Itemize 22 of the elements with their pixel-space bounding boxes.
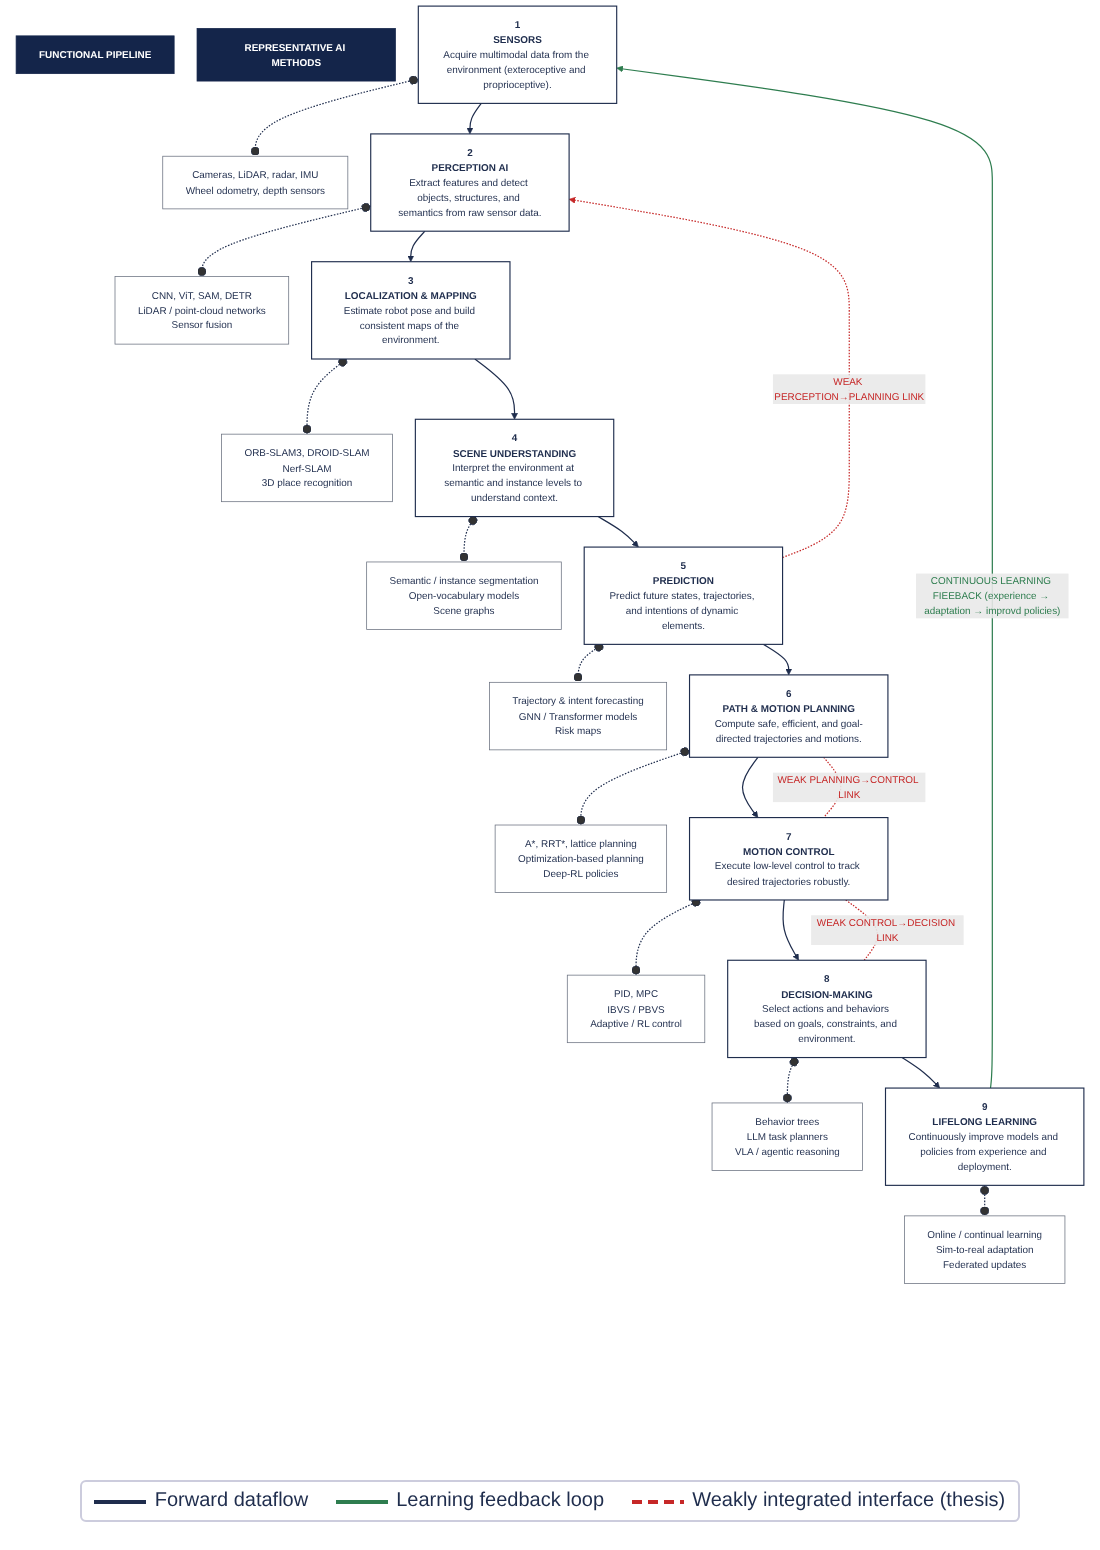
arrow <box>741 756 759 818</box>
connector <box>631 897 702 976</box>
arrow <box>466 102 482 135</box>
legend-text: Weakly integrated interface (thesis) <box>692 1490 1006 1512</box>
connector <box>197 202 372 278</box>
arrow <box>474 358 518 420</box>
connector <box>302 357 348 435</box>
connector <box>576 747 691 826</box>
connector <box>782 1056 799 1104</box>
arrow <box>568 196 850 559</box>
legend-text: Forward dataflow <box>154 1490 309 1512</box>
arrow <box>782 899 799 961</box>
arrow <box>901 1056 940 1089</box>
arrow <box>597 515 639 548</box>
arrow <box>407 230 426 262</box>
arrow <box>762 643 793 676</box>
connector <box>459 515 478 563</box>
connector <box>250 75 419 157</box>
legend-text: Learning feedback loop <box>396 1490 605 1512</box>
connector <box>980 1184 990 1217</box>
arrow <box>616 65 993 1089</box>
connector <box>573 642 604 683</box>
